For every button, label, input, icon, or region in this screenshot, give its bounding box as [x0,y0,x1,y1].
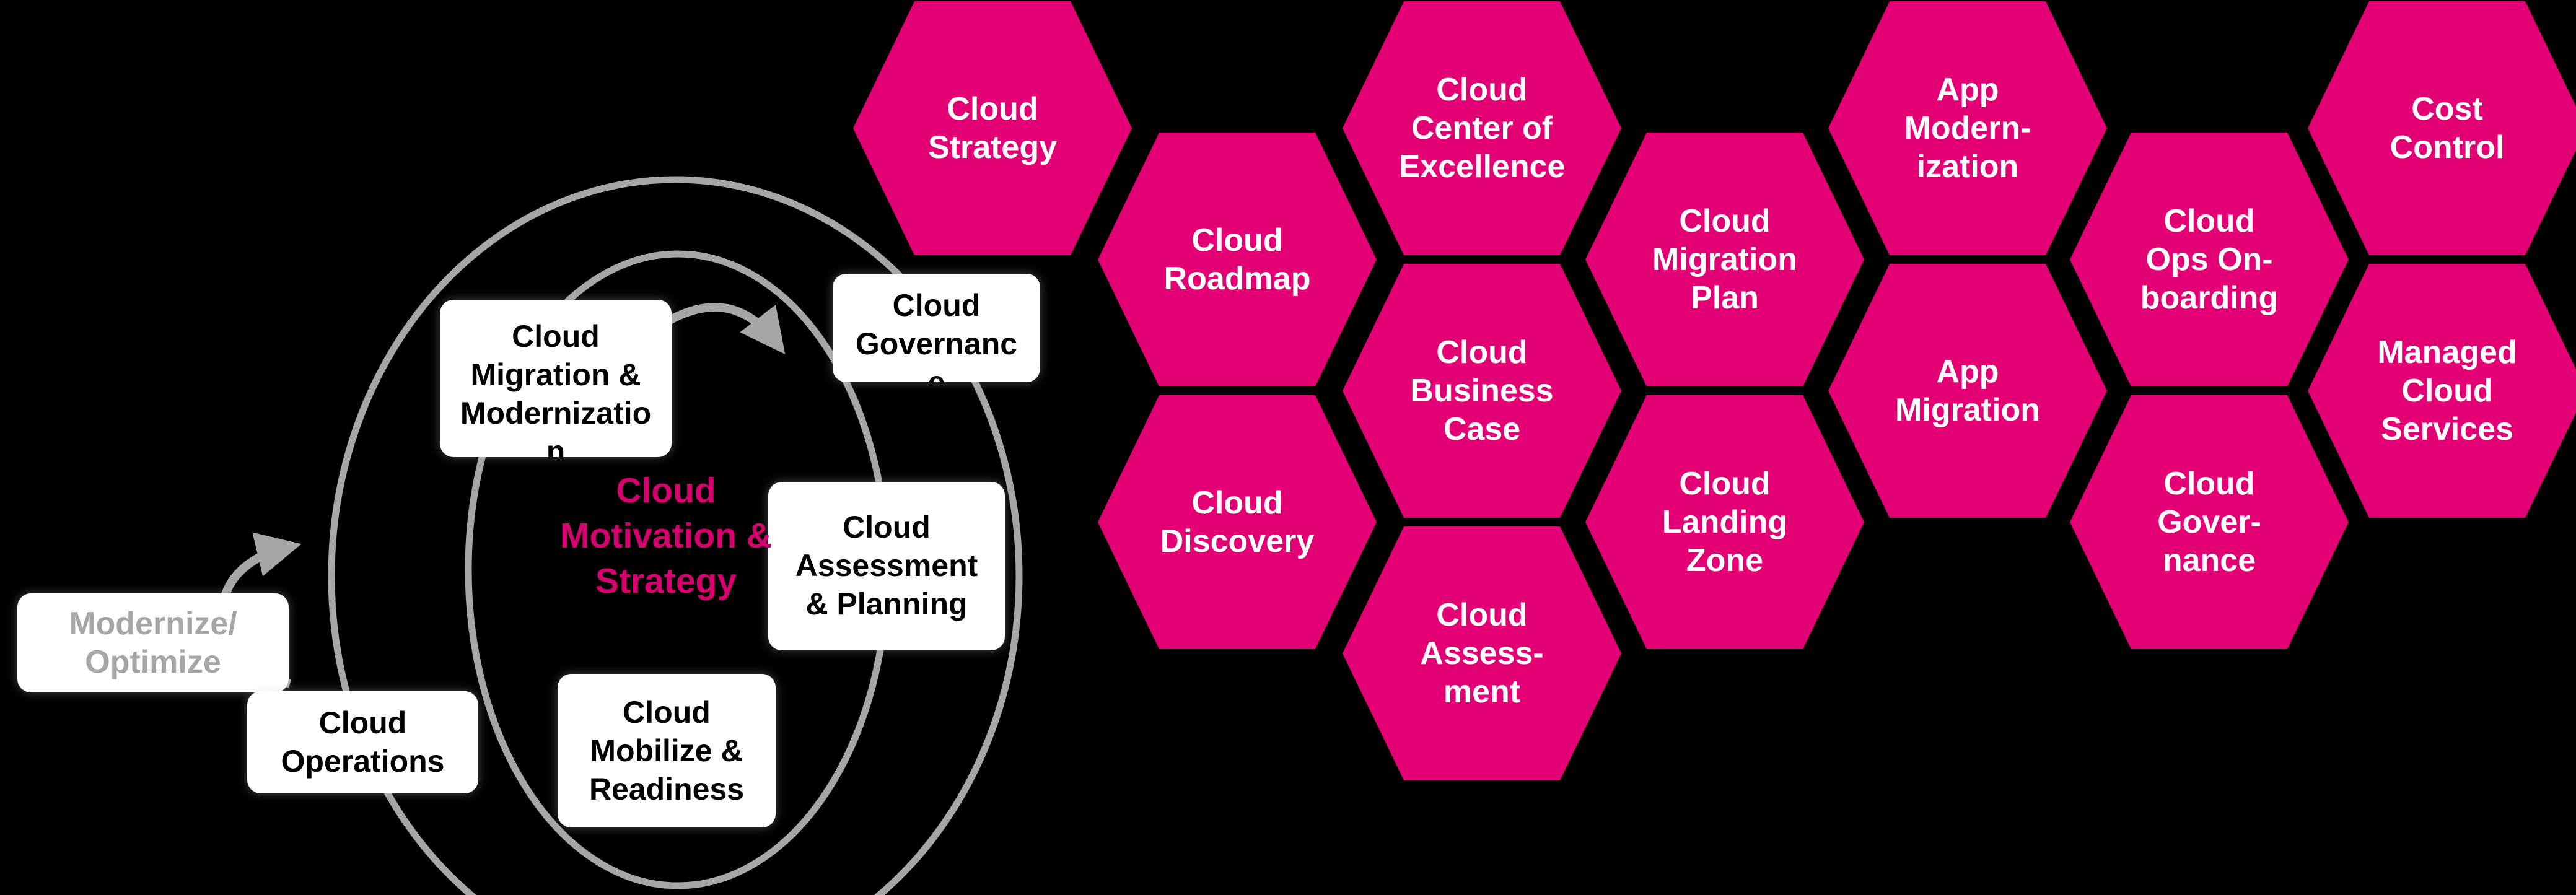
hexagon-cloud-governance: Cloud Gover- nance [2070,395,2349,649]
hexagon-label: Cloud Gover- nance [2157,466,2261,578]
hexagon-cloud-center-of-excellence: Cloud Center of Excellence [1343,1,1621,255]
cycle-center-label: Cloud Motivation & Strategy [560,471,772,601]
hexagon-label: Cloud Ops On- boarding [2140,203,2279,316]
hexagon-label: Cloud Discovery [1160,485,1315,559]
hexagon-cloud-assessment: Cloud Assess- ment [1343,526,1621,780]
hexagon-label: Cloud Roadmap [1163,222,1311,297]
hexagon-label: Cloud Assess- ment [1420,597,1544,710]
hexagon-label: Managed Cloud Services [2377,334,2517,447]
box-cloud-mobilize-readiness: Cloud Mobilize & Readiness [558,674,776,827]
hexagon-label: Cloud Center of Excellence [1398,72,1566,185]
hexagon-label: Cloud Business Case [1410,334,1554,447]
hexagon-cloud-ops-onboarding: Cloud Ops On- boarding [2070,133,2349,386]
box-cloud-governance: Cloud Governanc e [833,274,1040,382]
cycle-diagram-svg [218,176,1023,895]
hexagon-label: Cost Control [2390,91,2505,165]
box-cloud-operations: Cloud Operations [247,691,478,793]
hexagon-label: Cloud Strategy [927,91,1058,165]
hexagon-cloud-migration-plan: Cloud Migration Plan [1585,133,1864,386]
hexagon-label: App Modern- ization [1904,72,2031,185]
hexagon-label: Cloud Migration Plan [1652,203,1797,316]
hexagon-label: App Migration [1895,354,2040,428]
hexagon-cloud-roadmap: Cloud Roadmap [1098,133,1377,386]
box-modernize-optimize: Modernize/ Optimize [17,593,289,692]
hexagon-cost-control: Cost Control [2308,1,2576,255]
hexagon-cloud-landing-zone: Cloud Landing Zone [1585,395,1864,649]
hexagon-app-modernization: App Modern- ization [1828,1,2107,255]
box-cloud-migration-modernization: Cloud Migration & Modernizatio n [440,300,672,457]
box-cloud-assessment-planning: Cloud Assessment & Planning [768,482,1005,650]
arrow-migration-to-governance-icon [662,303,786,354]
hexagon-cloud-business-case: Cloud Business Case [1343,264,1621,518]
hexagon-cloud-strategy: Cloud Strategy [853,1,1132,255]
hexagon-cloud-discovery: Cloud Discovery [1098,395,1377,649]
hexagon-app-migration: App Migration [1828,264,2107,518]
hexagon-label: Cloud Landing Zone [1662,466,1788,578]
hexagon-managed-cloud-services: Managed Cloud Services [2308,264,2576,518]
outer-cycle-ellipse [328,176,1023,895]
